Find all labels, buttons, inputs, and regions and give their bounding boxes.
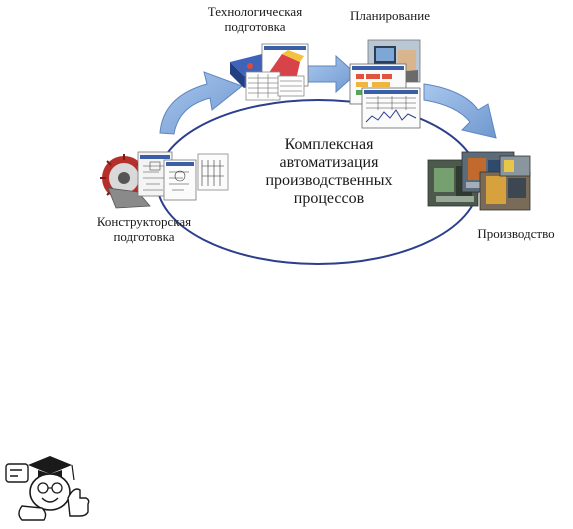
tech-illustration — [230, 43, 309, 101]
design-illustration — [100, 151, 229, 209]
center-title-line-2: автоматизация — [279, 154, 379, 171]
center-title-line-4: процессов — [293, 190, 365, 207]
stage-label-design: Конструкторская подготовка — [84, 214, 204, 244]
stage-label-planning: Планирование — [340, 8, 440, 23]
center-title-line-3: производственных — [265, 172, 393, 189]
center-title: Комплексная автоматизация производственн… — [244, 136, 414, 208]
planning-illustration — [349, 39, 421, 129]
center-title-line-1: Комплексная — [284, 136, 374, 153]
stage-label-tech-line-2: подготовка — [224, 19, 286, 34]
arrow-planning-to-production — [423, 83, 497, 139]
stage-label-tech: Технологическая подготовка — [200, 4, 310, 34]
stage-label-production: Производство — [466, 226, 566, 241]
stage-label-tech-line-1: Технологическая — [207, 4, 303, 19]
arrow-tech-to-planning — [307, 54, 357, 94]
stage-label-design-line-2: подготовка — [113, 229, 175, 244]
production-illustration — [427, 151, 531, 211]
student-mascot-icon — [5, 456, 90, 521]
stage-label-planning-line-1: Планирование — [350, 8, 430, 23]
stage-label-production-line-1: Производство — [477, 226, 555, 241]
stage-label-design-line-1: Конструкторская — [96, 214, 192, 229]
